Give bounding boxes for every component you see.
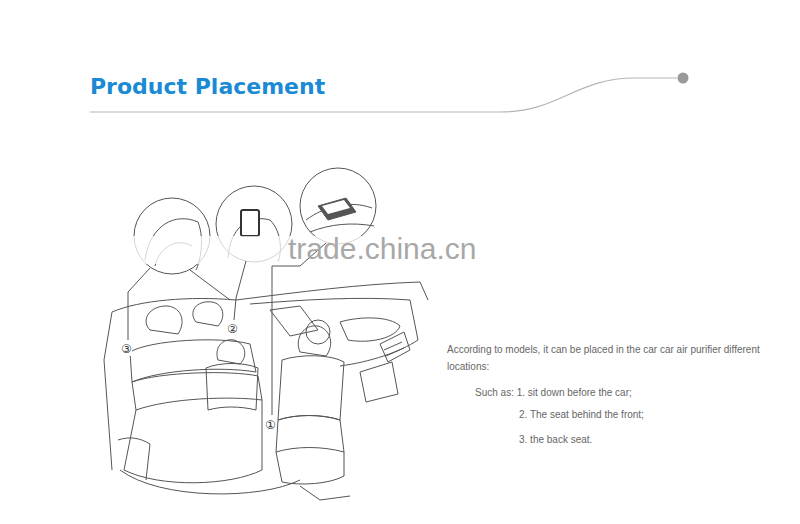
description-text: According to models, it can be placed in…	[447, 341, 782, 375]
callout-number: ②	[227, 322, 238, 336]
page-title: Product Placement	[90, 74, 325, 100]
example-item: Such as: 1. sit down before the car;	[475, 384, 632, 401]
leader-lines	[128, 243, 326, 415]
watermark: trade.china.cn	[288, 232, 476, 266]
example-item: 2. The seat behind the front;	[519, 406, 644, 423]
example-item: 3. the back seat.	[519, 431, 592, 448]
callout-number: ③	[121, 342, 132, 356]
rule-dot	[678, 73, 689, 84]
callout-number: ①	[265, 418, 276, 432]
car-body	[104, 282, 428, 500]
